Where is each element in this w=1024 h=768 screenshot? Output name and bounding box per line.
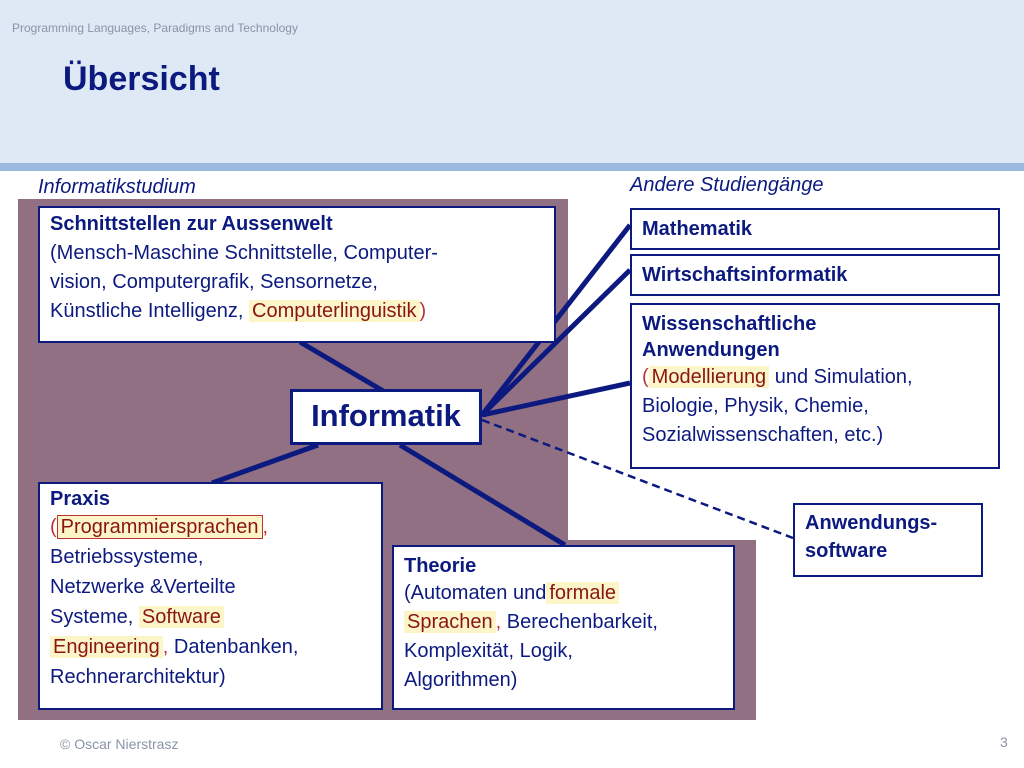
praxis-line1: (Programmiersprachen,: [50, 512, 371, 542]
line-to-wissenschaft: [481, 380, 631, 418]
line-to-praxis: [211, 442, 319, 486]
praxis-datenbanken: Datenbanken,: [173, 636, 299, 658]
highlight-programmiersprachen: Programmiersprachen: [56, 515, 263, 539]
wiss-open: (: [642, 366, 649, 388]
theorie-line4: Algorithmen): [404, 669, 518, 691]
line-to-wirtschaft: [480, 268, 632, 417]
page-number: 3: [1000, 734, 1008, 750]
praxis-line4: Systeme, Software: [50, 602, 371, 632]
highlight-sprachen: Sprachen: [404, 611, 496, 633]
praxis-line2: Betriebssysteme,: [50, 546, 204, 568]
label-andere-studiengaenge: Andere Studiengänge: [630, 174, 824, 196]
highlight-modellierung: Modellierung: [648, 366, 770, 388]
highlight-computerlinguistik: Computerlinguistik: [249, 300, 420, 322]
wiss-heading1: Wissenschaftliche: [642, 313, 817, 335]
theorie-line2: Sprachen, Berechenbarkeit,: [404, 608, 723, 637]
box-mathematik: Mathematik: [630, 208, 1000, 250]
header-band: [0, 0, 1024, 163]
schnittstellen-line3: Künstliche Intelligenz,: [50, 300, 244, 322]
box-praxis: Praxis (Programmiersprachen, Betriebssys…: [38, 482, 383, 710]
wiss-simulation: und Simulation,: [774, 366, 913, 388]
box-schnittstellen: Schnittstellen zur Aussenwelt (Mensch-Ma…: [38, 206, 556, 343]
praxis-line6: Rechnerarchitektur): [50, 666, 226, 688]
anwendung-line1: Anwendungs-: [805, 512, 938, 534]
theorie-comma: ,: [495, 611, 502, 633]
slide-title: Übersicht: [63, 60, 220, 98]
highlight-software: Software: [138, 606, 224, 628]
schnittstellen-heading: Schnittstellen zur Aussenwelt: [50, 213, 333, 235]
praxis-line3: Netzwerke &Verteilte: [50, 576, 236, 598]
center-informatik: Informatik: [290, 389, 482, 445]
label-informatikstudium: Informatikstudium: [38, 176, 196, 198]
mathematik-label: Mathematik: [642, 218, 753, 240]
course-title: Programming Languages, Paradigms and Tec…: [12, 21, 298, 35]
schnittstellen-line3-wrap: Künstliche Intelligenz, Computerlinguist…: [50, 297, 544, 326]
wirtschaftsinformatik-label: Wirtschaftsinformatik: [642, 264, 848, 286]
theorie-line3: Komplexität, Logik,: [404, 640, 573, 662]
theorie-heading: Theorie: [404, 555, 477, 577]
praxis-systeme: Systeme,: [50, 606, 134, 628]
wiss-line3: Sozialwissenschaften, etc.): [642, 424, 884, 446]
header-rule: [0, 163, 1024, 171]
praxis-comma: ,: [262, 516, 269, 538]
line-to-interfaces: [298, 339, 387, 395]
line-to-anwendung: [481, 418, 794, 540]
praxis-line5: Engineering, Datenbanken,: [50, 632, 371, 662]
anwendung-line2: software: [805, 540, 888, 562]
wiss-line1: (Modellierung und Simulation,: [642, 363, 988, 392]
highlight-engineering: Engineering: [50, 636, 163, 658]
schnittstellen-line2: vision, Computergrafik, Sensornetze,: [50, 271, 378, 293]
praxis-open: (: [50, 516, 57, 538]
schnittstellen-close: ): [419, 300, 427, 322]
line-to-theorie: [398, 442, 567, 548]
box-anwendungssoftware: Anwendungs- software: [793, 503, 983, 577]
footer-author: © Oscar Nierstrasz: [60, 736, 179, 752]
box-wirtschaftsinformatik: Wirtschaftsinformatik: [630, 254, 1000, 296]
line-to-math: [480, 223, 632, 417]
wiss-heading2: Anwendungen: [642, 339, 780, 361]
theorie-berechenbarkeit: Berechenbarkeit,: [506, 611, 658, 633]
praxis-heading: Praxis: [50, 488, 111, 510]
wiss-line2: Biologie, Physik, Chemie,: [642, 395, 869, 417]
schnittstellen-line1: (Mensch-Maschine Schnittstelle, Computer…: [50, 242, 438, 264]
theorie-automaten: (Automaten und: [404, 582, 547, 604]
highlight-formale: formale: [546, 582, 620, 604]
box-wissenschaftliche-anwendungen: Wissenschaftliche Anwendungen (Modellier…: [630, 303, 1000, 469]
